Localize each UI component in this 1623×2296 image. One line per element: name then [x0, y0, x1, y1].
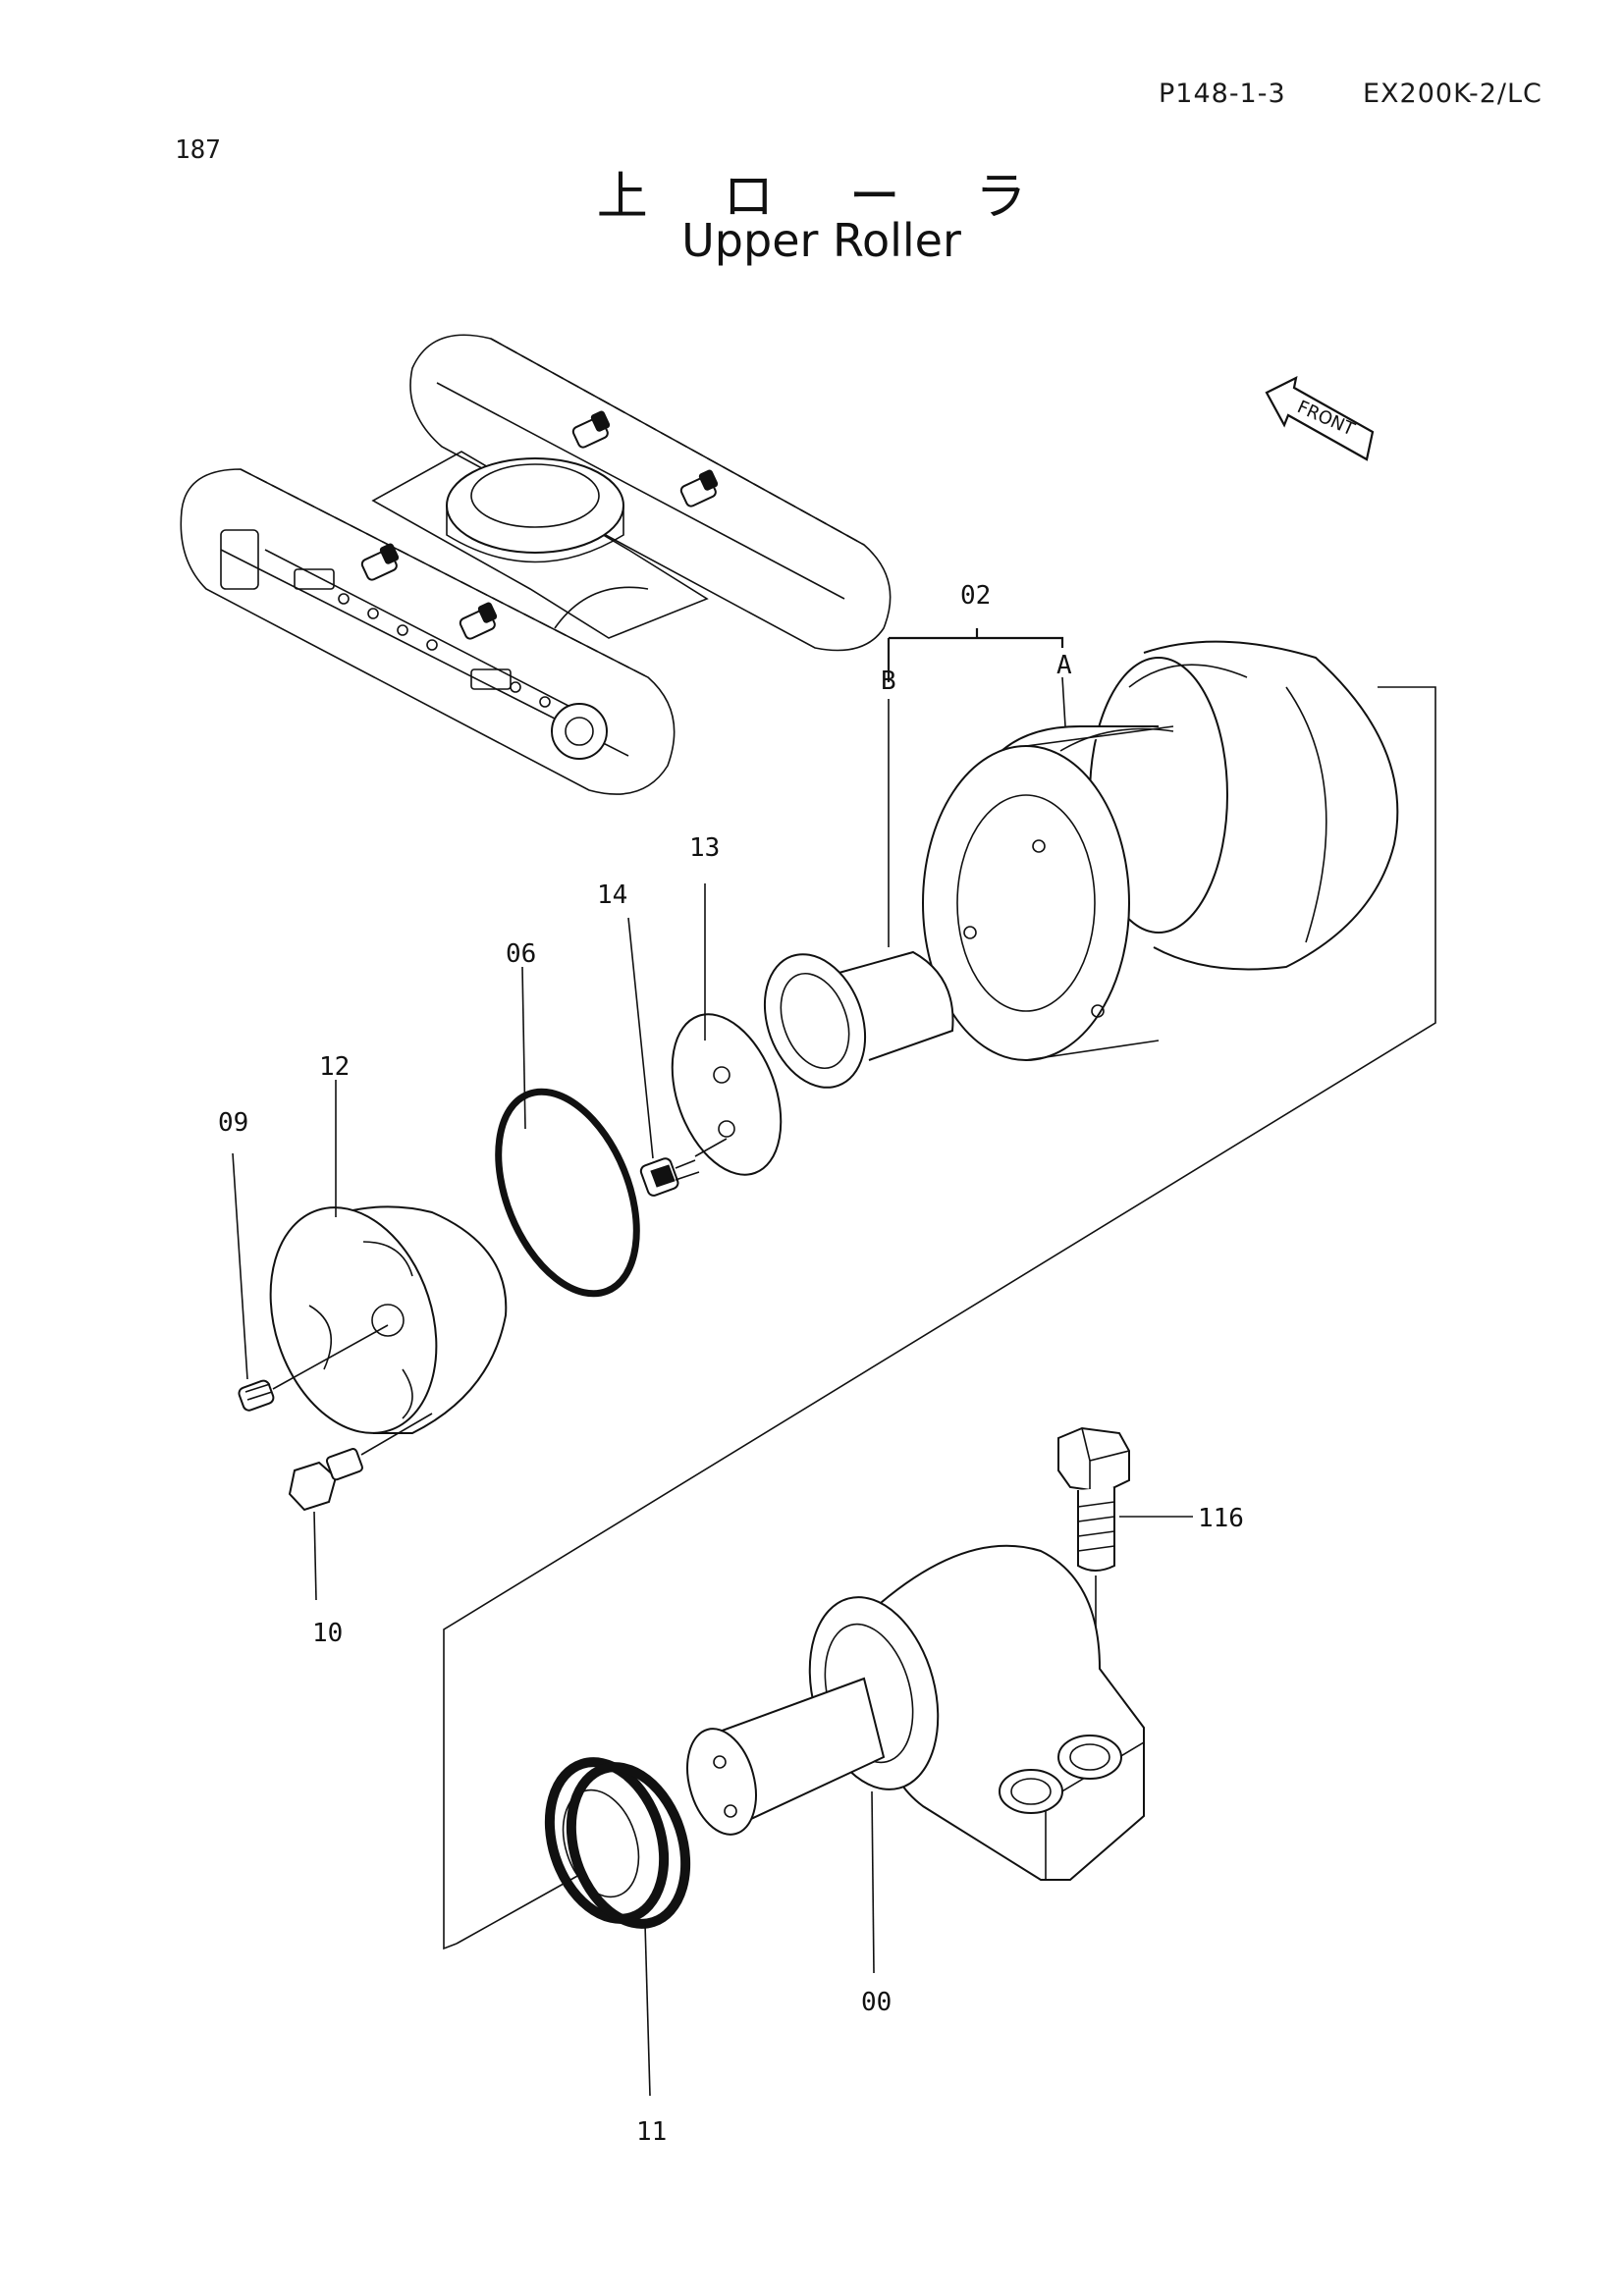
part-00-shaft-bracket: 00 — [686, 1544, 1145, 2017]
part-label-02-a: A — [1056, 651, 1072, 680]
front-label: FRONT — [1294, 397, 1359, 441]
part-13-thrust-plate: 13 — [671, 833, 783, 1176]
part-label-02-b: B — [881, 667, 896, 696]
title-japanese: 上 ロ ー ラ — [596, 168, 1056, 227]
part-label-116: 116 — [1198, 1504, 1244, 1533]
part-label-12: 12 — [319, 1052, 350, 1082]
part-label-10: 10 — [312, 1619, 343, 1648]
part-11-seal: 11 — [456, 1757, 691, 2147]
page-number: 187 — [175, 135, 221, 165]
page-reference: P148-1-3 — [1159, 79, 1286, 109]
part-116-hex-bolt: 116 — [1057, 1426, 1244, 1723]
part-label-02: 02 — [960, 581, 991, 611]
part-02-roller: 02 A B — [763, 581, 1399, 1089]
part-label-11: 11 — [636, 2117, 667, 2147]
model-code: EX200K-2/LC — [1363, 79, 1542, 109]
title-english: Upper Roller — [681, 214, 961, 267]
part-label-00: 00 — [861, 1988, 892, 2017]
part-label-09: 09 — [218, 1108, 248, 1138]
assembly-guide-lines — [443, 686, 1436, 1950]
part-14-socket-bolt: 14 — [597, 881, 728, 1197]
part-06-o-ring: 06 — [495, 939, 640, 1298]
part-label-13: 13 — [689, 833, 720, 863]
front-direction-arrow: FRONT — [1265, 376, 1375, 461]
part-label-06: 06 — [506, 939, 536, 969]
part-09-plug: 09 — [218, 1108, 389, 1412]
undercarriage-overview — [180, 334, 892, 795]
part-12-cover: 12 — [269, 1052, 508, 1434]
part-label-14: 14 — [597, 881, 627, 910]
part-10-bolt: 10 — [288, 1413, 433, 1648]
